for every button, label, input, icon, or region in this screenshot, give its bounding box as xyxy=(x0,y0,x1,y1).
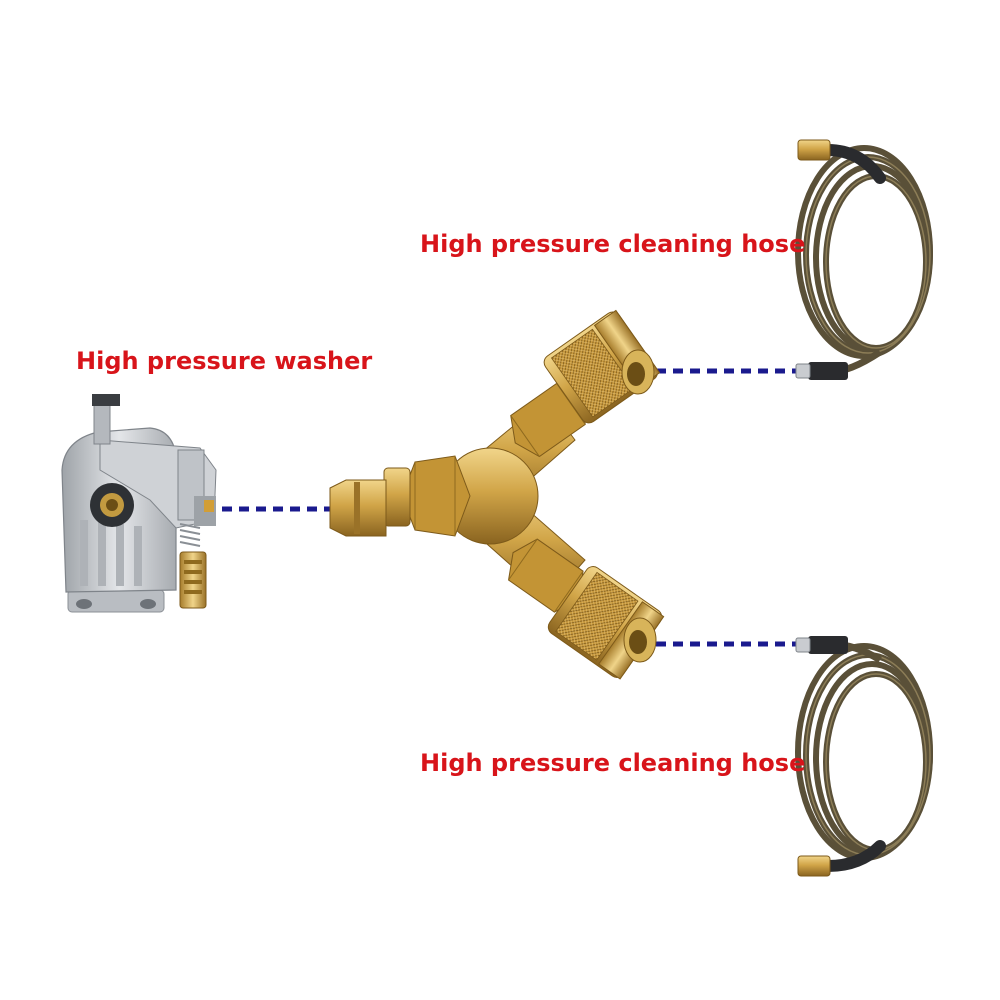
coiled-hose-icon xyxy=(795,139,933,380)
pressure-washer-pump-icon xyxy=(61,394,217,613)
brass-y-splitter-icon xyxy=(329,309,665,680)
coiled-hose-icon xyxy=(795,636,933,877)
label-cleaning-hose-bottom: High pressure cleaning hose xyxy=(420,749,806,777)
label-high-pressure-washer: High pressure washer xyxy=(76,347,373,375)
connector-lines xyxy=(222,368,802,647)
label-cleaning-hose-top: High pressure cleaning hose xyxy=(420,230,806,258)
